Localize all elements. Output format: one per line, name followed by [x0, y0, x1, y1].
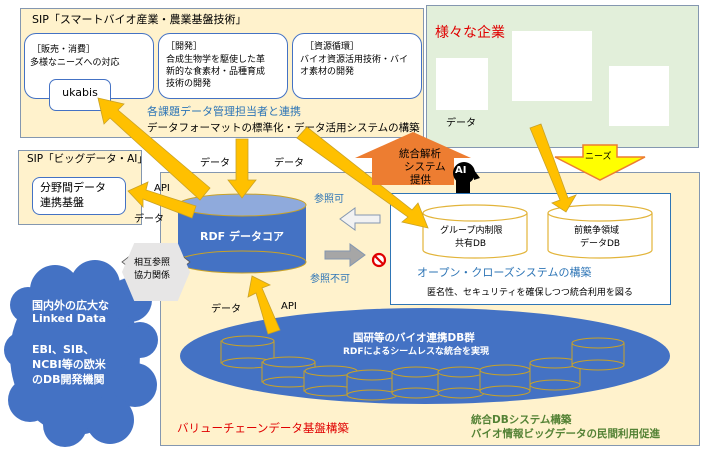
sip-smart-bio-title: SIP「スマートバイオ産業・農業基盤技術」: [32, 13, 247, 26]
db-group-line2: RDFによるシームレスな統合を実現: [343, 347, 490, 357]
arrow-down-to-core: [227, 138, 257, 199]
mutual-reference-line2: 協力関係: [134, 271, 171, 281]
sales-text: 多様なニーズへの対応: [30, 58, 120, 68]
integrated-line2: バイオ情報ビッグデータの民間利用促進: [471, 428, 660, 440]
development-line1: 合成生物学を駆使した革: [166, 55, 266, 65]
scientist-microscope-illustration: [609, 66, 669, 126]
cloud-line4: NCBI等の欧米: [32, 358, 106, 371]
analysis-line1: 統合解析: [399, 148, 441, 160]
group-db-line1: グループ内制限: [440, 226, 503, 236]
arrow-up-from-db-group: [247, 275, 281, 335]
analysis-line3: 提供: [410, 174, 431, 186]
rdf-core-label: RDF データコア: [200, 230, 284, 243]
integrated-line1: 統合DBシステム構築: [471, 414, 572, 426]
small-db-cylinders: [220, 335, 625, 401]
cloud-line5: のDB開発機関: [32, 373, 105, 386]
value-chain-title: バリューチェーンデータ基盤構築: [177, 421, 349, 435]
standardization-text: データフォーマットの標準化・データ活用システムの構築: [147, 122, 420, 134]
cloud-line3: EBI、SIB、: [32, 343, 95, 356]
link-coordinators-text: 各課題データ管理担当者と連携: [147, 105, 301, 118]
prohibited-icon: [371, 252, 387, 268]
resource-cycle-box: [292, 33, 422, 99]
data-label-bottom: データ: [211, 304, 241, 315]
rdf-core-cylinder: [177, 193, 307, 274]
development-line2: 新的な食素材・品種育成: [166, 67, 266, 77]
ai-head-icon: [453, 162, 480, 193]
sip-bigdata-title: SIP「ビッグデータ・AI」: [27, 153, 148, 165]
resource-line1: バイオ資源活用技術・バイ: [300, 55, 409, 65]
needs-label: ニーズ: [585, 152, 612, 162]
resource-line2: オ素材の開発: [300, 67, 355, 77]
mutual-reference-shape: [122, 243, 190, 301]
linked-data-cloud: [4, 260, 158, 447]
data-label-left: データ: [134, 214, 164, 225]
researcher-laptop-illustration: [436, 58, 488, 110]
arrow-to-ukabis: [97, 97, 211, 201]
development-heading: ［開発］: [166, 42, 203, 52]
db-group-line1: 国研等のバイオ連携DB群: [353, 332, 475, 344]
data-label-1: データ: [200, 158, 230, 169]
open-close-subtitle: 匿名性、セキュリティを確保しつつ統合利用を図る: [427, 288, 633, 298]
group-db-line2: 共有DB: [455, 239, 487, 249]
development-box: [158, 33, 288, 99]
development-line3: 技術の開発: [166, 79, 212, 89]
ukabis-label: ukabis: [62, 86, 98, 99]
inter-field-line1: 分野間データ: [40, 181, 106, 194]
mutual-reference-line1: 相互参照: [134, 258, 171, 268]
api-label-top: API: [154, 183, 170, 194]
reference-ok-arrow: [339, 207, 381, 231]
group-shared-db-cylinder: [422, 204, 528, 259]
reference-ng-arrow: [324, 243, 366, 267]
data-label-2: データ: [274, 158, 304, 169]
inter-field-line2: 連携基盤: [40, 196, 84, 209]
analysis-line2: システム: [404, 161, 446, 173]
open-close-title: オープン・クローズシステムの構築: [417, 266, 592, 279]
arrow-to-group-db: [296, 126, 429, 229]
cloud-line1: 国内外の広大な: [32, 299, 109, 312]
ai-label: AI: [455, 165, 467, 176]
reference-ng-label: 参照不可: [310, 274, 350, 285]
cloud-line2: Linked Data: [32, 312, 107, 325]
inter-field-data-box: [32, 177, 126, 215]
precompetitive-db-cylinder: [547, 204, 653, 259]
companies-title: 様々な企業: [435, 25, 505, 41]
arrow-to-precompetitive-db: [529, 123, 577, 213]
needs-arrow: [554, 144, 646, 181]
arrow-to-inter-field: [127, 181, 197, 219]
reference-ok-label: 参照可: [314, 194, 344, 205]
api-label-bottom: API: [281, 301, 297, 312]
companies-data-label: データ: [446, 118, 476, 129]
analysis-system-arrow: [355, 132, 471, 185]
precompetitive-line2: データDB: [580, 239, 621, 249]
businessman-illustration: [512, 31, 592, 101]
sales-heading: ［販売・消費］: [32, 45, 96, 55]
precompetitive-line1: 前競争領域: [574, 226, 620, 236]
resource-heading: ［資源循環］: [305, 42, 360, 52]
